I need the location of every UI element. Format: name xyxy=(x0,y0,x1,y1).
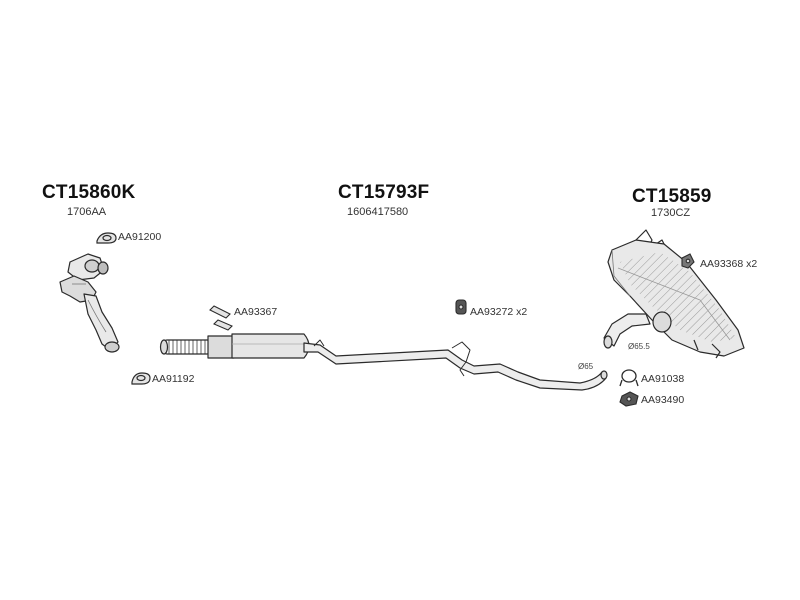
middle-pipe-drawing xyxy=(159,333,608,391)
accessory-label-gasket-front: AA91200 xyxy=(118,231,162,243)
part-title-middle-pipe: CT15793F xyxy=(338,182,430,203)
accessory-label-gasket-mid: AA91192 xyxy=(152,373,195,385)
part-title-rear-silencer: CT15859 xyxy=(632,186,712,207)
part-ref-front-pipe: 1706AA xyxy=(67,206,107,218)
clamp-icon xyxy=(209,305,233,331)
accessory-label-clamp-mid: AA93367 xyxy=(234,306,278,318)
dimension-label-silencer-inlet: Ø65.5 xyxy=(628,342,650,351)
rubber-mount-icon xyxy=(455,299,467,315)
dimension-label-pipe-end: Ø65 xyxy=(578,362,594,371)
part-ref-middle-pipe: 1606417580 xyxy=(347,206,409,218)
accessory-label-rubber-rear: AA93490 xyxy=(641,394,685,406)
rear-silencer-drawing xyxy=(603,229,745,359)
gasket-icon xyxy=(96,232,117,244)
clamp-ring-icon xyxy=(619,369,639,387)
accessory-label-clamp-rear: AA91038 xyxy=(641,373,685,385)
rubber-block-icon xyxy=(619,391,639,407)
rear-mount-icon xyxy=(681,253,695,269)
front-pipe-drawing xyxy=(59,253,120,353)
gasket-icon xyxy=(131,372,151,385)
part-title-front-pipe: CT15860K xyxy=(42,182,136,203)
part-ref-rear-silencer: 1730CZ xyxy=(651,207,691,219)
accessory-label-rubber-mount: AA93272 x2 xyxy=(470,306,528,318)
accessory-label-rear-mount: AA93368 x2 xyxy=(700,258,758,270)
